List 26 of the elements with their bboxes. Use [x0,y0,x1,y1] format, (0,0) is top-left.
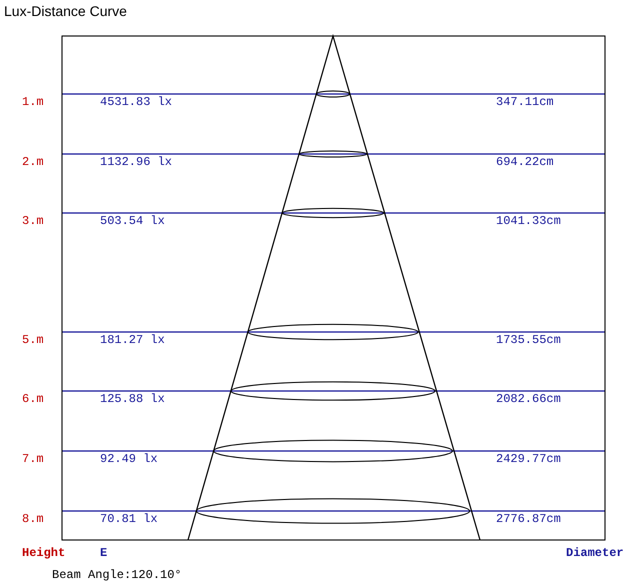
illuminance-value: 503.54 lx [100,214,165,228]
illuminance-value: 4531.83 lx [100,95,172,109]
height-label: 2.m [22,155,44,169]
diameter-value: 1041.33cm [496,214,561,228]
height-label: 7.m [22,452,44,466]
diameter-value: 694.22cm [496,155,554,169]
diameter-value: 347.11cm [496,95,554,109]
note: Beam Angle:120.10° [52,568,182,582]
axis-label: E [100,546,108,560]
diameter-value: 2429.77cm [496,452,561,466]
height-label: 5.m [22,333,44,347]
axis-label: Diameter [566,546,624,560]
illuminance-value: 1132.96 lx [100,155,172,169]
height-label: 8.m [22,512,44,526]
diameter-value: 2776.87cm [496,512,561,526]
height-label: 3.m [22,214,44,228]
illuminance-value: 181.27 lx [100,333,165,347]
diameter-value: 1735.55cm [496,333,561,347]
chart-title: Lux-Distance Curve [4,3,127,19]
illuminance-value: 70.81 lx [100,512,158,526]
illuminance-value: 125.88 lx [100,392,165,406]
illuminance-value: 92.49 lx [100,452,158,466]
axis-label: Height [22,546,66,560]
diameter-value: 2082.66cm [496,392,561,406]
height-label: 1.m [22,95,44,109]
height-label: 6.m [22,392,44,406]
